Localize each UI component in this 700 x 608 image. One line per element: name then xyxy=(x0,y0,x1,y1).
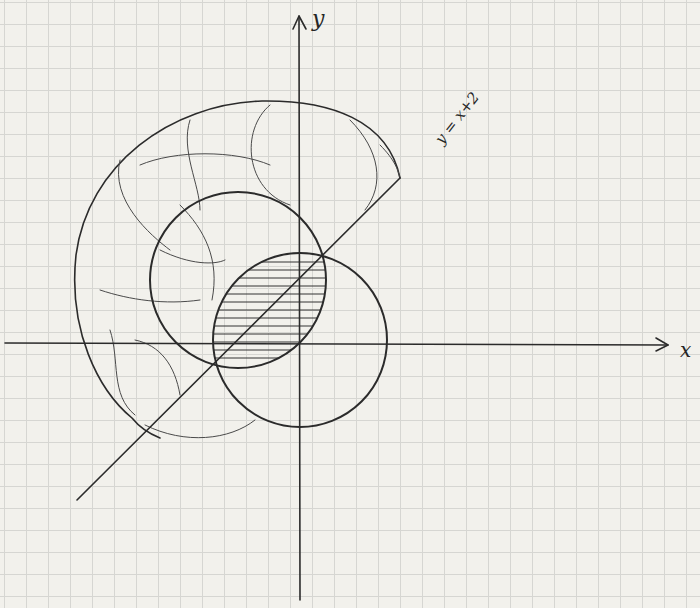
x-arrow xyxy=(656,338,668,351)
y-axis xyxy=(299,16,300,600)
x-axis xyxy=(5,343,668,345)
axis-label: y xyxy=(312,8,324,30)
y-arrow xyxy=(293,16,306,29)
line-y-x-2 xyxy=(77,178,400,500)
sketch-arcs xyxy=(100,105,400,438)
line-equation: y = x+2 xyxy=(433,89,482,146)
axis-label: x xyxy=(680,340,691,360)
outer-solid xyxy=(75,101,400,438)
